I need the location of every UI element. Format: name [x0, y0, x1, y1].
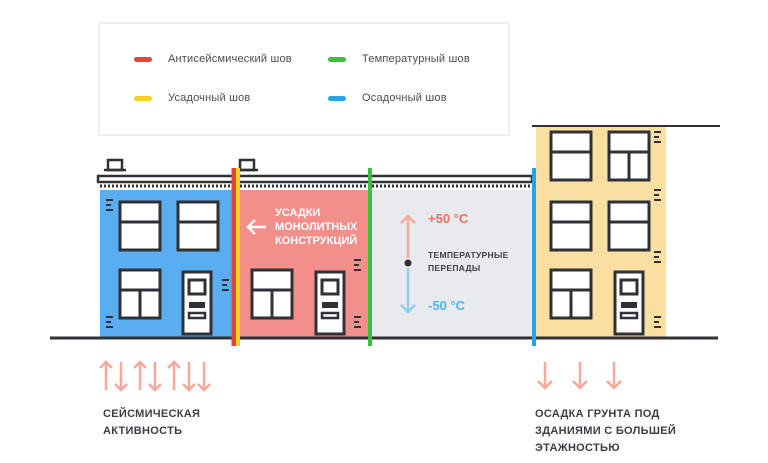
legend-swatch-yellow	[134, 95, 152, 101]
building-blue	[100, 190, 234, 338]
legend: Антисейсмический шов Температурный шов У…	[98, 22, 510, 136]
legend-swatch-blue	[328, 95, 346, 101]
legend-item-temperature: Температурный шов	[328, 53, 470, 65]
temperature-arrow-down-icon	[400, 268, 416, 314]
shrinkage-annotation: УСАДКИ МОНОЛИТНЫХ КОНСТРУКЦИЙ	[275, 206, 357, 248]
roof-cornice	[96, 174, 534, 188]
legend-item-settlement: Осадочный шов	[328, 92, 447, 104]
settlement-caption-line-3: ЭТАЖНОСТЬЮ	[535, 442, 620, 454]
seismic-arrows-icon	[99, 360, 211, 392]
shrinkage-line-2: МОНОЛИТНЫХ	[275, 221, 358, 233]
arrow-left-icon	[246, 219, 266, 235]
temp-label: ТЕМПЕРАТУРНЫЕ ПЕРЕПАДЫ	[428, 249, 509, 275]
legend-label-temperature: Температурный шов	[362, 53, 470, 65]
settlement-arrows-icon	[537, 362, 622, 390]
chimney-left	[104, 158, 126, 172]
temp-low-label: -50 °C	[428, 298, 465, 313]
seismic-caption: СЕЙСМИЧЕСКАЯ АКТИВНОСТЬ	[103, 406, 200, 440]
legend-item-seismic: Антисейсмический шов	[134, 53, 292, 65]
legend-swatch-red	[134, 56, 152, 62]
temperature-arrow-up-icon	[400, 214, 416, 258]
settlement-caption: ОСАДКА ГРУНТА ПОД ЗДАНИЯМИ С БОЛЬШЕЙ ЭТА…	[535, 406, 676, 457]
seismic-caption-line-1: СЕЙСМИЧЕСКАЯ	[103, 408, 201, 420]
temperature-dot-icon	[404, 259, 412, 267]
legend-item-shrinkage: Усадочный шов	[134, 92, 250, 104]
building-yellow	[532, 125, 720, 338]
legend-swatch-green	[328, 56, 346, 62]
legend-label-seismic: Антисейсмический шов	[168, 53, 292, 65]
settlement-caption-line-1: ОСАДКА ГРУНТА ПОД	[535, 408, 660, 420]
building-red	[238, 190, 370, 338]
temp-label-line-1: ТЕМПЕРАТУРНЫЕ	[428, 250, 509, 260]
settlement-caption-line-2: ЗДАНИЯМИ С БОЛЬШЕЙ	[535, 425, 677, 437]
legend-label-shrinkage: Усадочный шов	[168, 92, 251, 104]
shrinkage-line-1: УСАДКИ	[275, 207, 321, 219]
legend-label-settlement: Осадочный шов	[362, 92, 447, 104]
temp-high-label: +50 °C	[428, 211, 469, 226]
building-gray	[372, 190, 532, 338]
seismic-caption-line-2: АКТИВНОСТЬ	[103, 425, 183, 437]
shrinkage-line-3: КОНСТРУКЦИЙ	[275, 235, 358, 247]
temp-label-line-2: ПЕРЕПАДЫ	[428, 263, 481, 273]
